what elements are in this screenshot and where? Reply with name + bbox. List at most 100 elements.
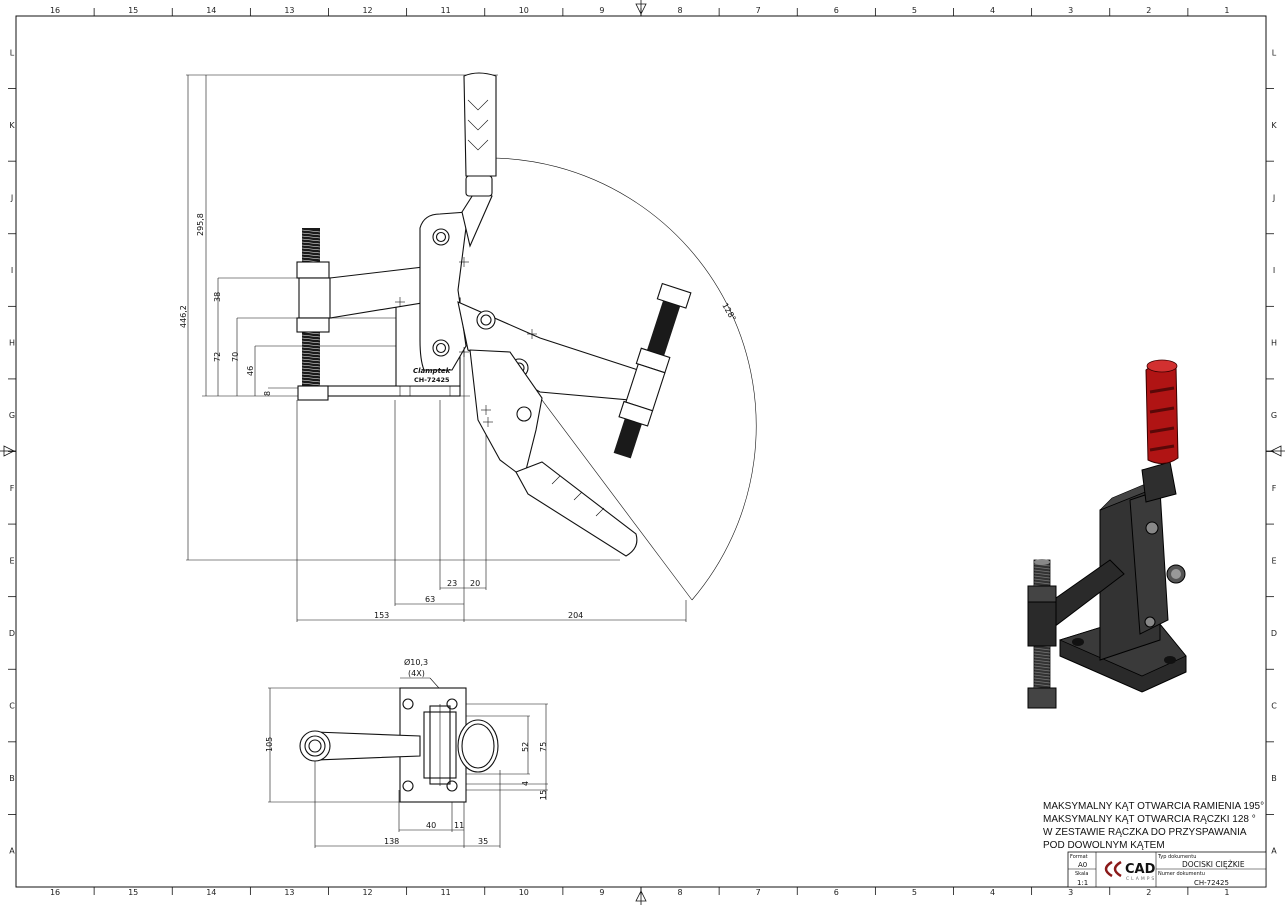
frame-row-label: I: [1273, 266, 1275, 275]
dim-138: 138: [384, 837, 399, 846]
dim-75: 75: [539, 742, 548, 752]
note-line: MAKSYMALNY KĄT OTWARCIA RĄCZKI 128 °: [1043, 814, 1256, 825]
frame-col-label: 2: [1146, 6, 1151, 15]
frame-row-label: C: [1271, 702, 1277, 711]
frame-col-label: 12: [362, 888, 372, 897]
dim-11: 11: [454, 821, 464, 830]
frame-col-label: 8: [678, 888, 683, 897]
frame-col-label: 2: [1146, 888, 1151, 897]
frame-row-label: D: [9, 629, 15, 638]
dim-angle: 128°: [720, 302, 737, 323]
frame-row-label: L: [10, 48, 15, 57]
frame-col-label: 6: [834, 888, 839, 897]
note-line: POD DOWOLNYM KĄTEM: [1043, 840, 1165, 851]
code-marking: CH-72425: [414, 376, 450, 384]
frame-col-label: 13: [284, 6, 294, 15]
frame-row-label: E: [1271, 556, 1276, 565]
dim-295-8: 295,8: [196, 213, 205, 236]
notes: MAKSYMALNY KĄT OTWARCIA RAMIENIA 195° MA…: [1043, 801, 1264, 851]
dim-204: 204: [568, 611, 583, 620]
frame-row-label: B: [1271, 774, 1277, 783]
frame-col-label: 11: [441, 888, 451, 897]
title-block: Format A0 Skala 1:1 CAD CLAMPS Typ dokum…: [1067, 851, 1267, 888]
frame-row-label: C: [9, 702, 15, 711]
doc-type-label: Typ dokumentu: [1157, 854, 1196, 860]
frame-col-label: 1: [1224, 888, 1229, 897]
frame-col-label: 9: [599, 6, 604, 15]
dim-15: 15: [539, 790, 548, 800]
frame-col-label: 14: [206, 6, 216, 15]
frame-col-label: 14: [206, 888, 216, 897]
frame-col-label: 15: [128, 888, 138, 897]
note-line: MAKSYMALNY KĄT OTWARCIA RAMIENIA 195°: [1043, 801, 1264, 812]
frame-row-label: F: [1272, 484, 1277, 493]
format-value: A0: [1078, 861, 1087, 869]
frame-col-label: 4: [990, 6, 995, 15]
frame-col-label: 6: [834, 6, 839, 15]
dim-hole: Ø10,3: [404, 657, 428, 667]
frame-col-label: 1: [1224, 6, 1229, 15]
dim-23: 23: [447, 579, 457, 588]
dim-38: 38: [213, 292, 222, 302]
frame-row-label: K: [9, 121, 15, 130]
brand-marking: Clamptek: [413, 367, 452, 375]
frame-row-label: A: [1271, 847, 1277, 856]
cad-clamps-logo: CAD CLAMPS: [1104, 860, 1156, 882]
scale-value: 1:1: [1077, 879, 1088, 887]
dim-105: 105: [265, 737, 274, 752]
frame-row-label: K: [1271, 121, 1277, 130]
frame-col-label: 5: [912, 6, 917, 15]
note-line: W ZESTAWIE RĄCZKA DO PRZYSPAWANIA: [1043, 827, 1247, 838]
scale-label: Skala: [1075, 871, 1089, 877]
dim-35: 35: [478, 837, 488, 846]
frame-row-label: B: [9, 774, 15, 783]
frame-col-label: 16: [50, 888, 60, 897]
frame-col-label: 8: [678, 6, 683, 15]
dim-8: 8: [263, 391, 272, 396]
doc-number-value: CH-72425: [1194, 879, 1229, 887]
frame-col-label: 7: [756, 6, 761, 15]
frame-row-label: L: [1272, 48, 1277, 57]
frame-row-label: I: [11, 266, 13, 275]
frame-row-label: E: [9, 556, 14, 565]
dim-70: 70: [231, 352, 240, 362]
frame-col-label: 16: [50, 6, 60, 15]
frame-row-label: H: [1271, 339, 1277, 348]
frame-col-label: 5: [912, 888, 917, 897]
logo-sub: CLAMPS: [1126, 876, 1156, 882]
frame-col-label: 12: [362, 6, 372, 15]
dim-63: 63: [425, 595, 435, 604]
frame-col-label: 4: [990, 888, 995, 897]
side-view: Clamptek CH-72425: [179, 72, 757, 622]
doc-type-value: DOCISKI CIĘŻKIE: [1182, 860, 1245, 869]
format-label: Format: [1070, 854, 1088, 860]
frame-col-label: 15: [128, 6, 138, 15]
dim-20: 20: [470, 579, 480, 588]
dim-446-2: 446,2: [179, 305, 188, 328]
doc-number-label: Numer dokumentu: [1158, 871, 1205, 877]
dim-46: 46: [246, 366, 255, 376]
frame-col-label: 13: [284, 888, 294, 897]
dim-4: 4: [521, 781, 530, 786]
frame-row-label: D: [1271, 629, 1277, 638]
frame-row-label: G: [1271, 411, 1277, 420]
dim-40: 40: [426, 821, 436, 830]
top-view: Ø10,3 (4X) 105 52 75 4 15 40 11 138 35: [265, 657, 548, 848]
frame-row-label: F: [10, 484, 15, 493]
frame-col-label: 7: [756, 888, 761, 897]
dim-72: 72: [213, 352, 222, 362]
frame-col-label: 3: [1068, 888, 1073, 897]
frame-col-label: 10: [519, 888, 529, 897]
frame-row-label: A: [9, 847, 15, 856]
frame-col-label: 3: [1068, 6, 1073, 15]
isometric-render: [1027, 359, 1187, 709]
frame-row-label: J: [10, 193, 13, 202]
frame-row-label: J: [1272, 193, 1275, 202]
dim-52: 52: [521, 742, 530, 752]
frame-row-label: G: [9, 411, 15, 420]
frame-row-label: H: [9, 339, 15, 348]
frame-col-label: 10: [519, 6, 529, 15]
frame-col-label: 11: [441, 6, 451, 15]
